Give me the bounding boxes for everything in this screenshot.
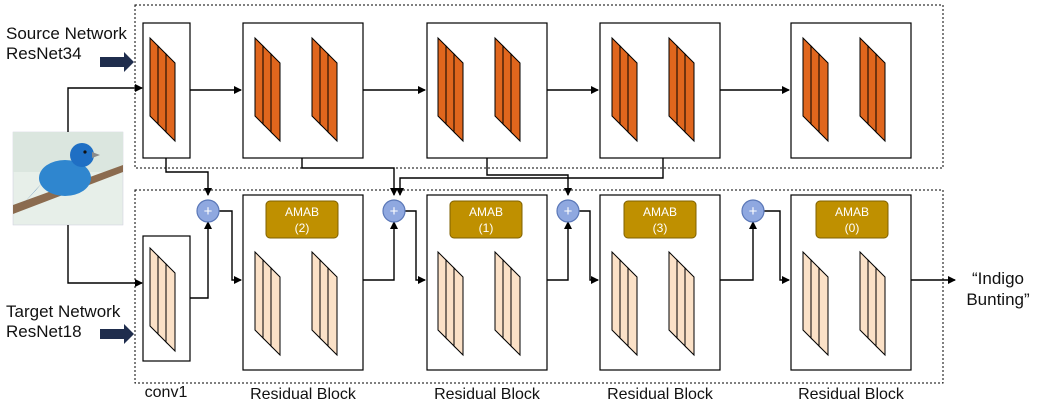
- amab-3-index: (3): [653, 221, 668, 235]
- target-block-layers-sheet: [684, 266, 695, 357]
- source-conv1-layers-sheet: [165, 52, 176, 143]
- output-line-1: “Indigo: [972, 269, 1024, 288]
- layer-stacks: [149, 36, 886, 357]
- amab-module-1: AMAB (2): [265, 200, 339, 239]
- amab-module-3: AMAB (3): [623, 200, 697, 239]
- residual-block-2-label: Residual Block: [434, 386, 540, 403]
- target-block-layers-sheet: [270, 266, 281, 357]
- amab-module-4: AMAB (0): [815, 200, 889, 239]
- image-to-target-arrow: [67, 225, 143, 287]
- adder-1-to-block-1: [218, 210, 242, 284]
- amab-4-title: AMAB: [835, 205, 869, 219]
- target-block-layers: [494, 250, 521, 357]
- target-conv1-layers: [149, 246, 176, 353]
- target-network-name: Target Network: [6, 302, 121, 321]
- amab-2-title: AMAB: [469, 205, 503, 219]
- target-block-layers: [311, 250, 338, 357]
- source-block-layers-sheet: [510, 52, 521, 143]
- target-block-layers-sheet: [818, 266, 829, 357]
- source-network-name: Source Network: [6, 24, 127, 43]
- adder-3: +: [556, 199, 580, 223]
- source-block-layers-sheet: [818, 52, 829, 143]
- source-input-arrow-icon: [100, 52, 134, 72]
- adder-4-plus: +: [749, 203, 758, 220]
- target-block-layers-sheet: [627, 266, 638, 357]
- adder-4: +: [741, 199, 765, 223]
- source-block-layers-sheet: [453, 52, 464, 143]
- amab-module-2: AMAB (1): [449, 200, 523, 239]
- source-conv1-layers: [149, 36, 176, 143]
- adder-3-to-block-3: [578, 210, 599, 284]
- amab-3-title: AMAB: [643, 205, 677, 219]
- source-block-2-to-adder-3: [486, 158, 572, 196]
- adder-2-to-block-2: [404, 210, 426, 284]
- adder-2: +: [382, 199, 406, 223]
- target-conv1-layers-sheet: [165, 262, 176, 353]
- source-block-3-to-adder-2: [396, 158, 664, 196]
- source-block-layers: [802, 36, 829, 143]
- source-block-layers: [494, 36, 521, 143]
- target-network-label: Target Network ResNet18: [6, 302, 120, 342]
- source-network-arch: ResNet34: [6, 44, 82, 63]
- adder-1: +: [196, 199, 220, 223]
- block-2-to-adder-3: [547, 221, 572, 281]
- target-block-layers: [437, 250, 464, 357]
- residual-block-4-label: Residual Block: [798, 386, 904, 403]
- target-block-layers-sheet: [510, 266, 521, 357]
- output-label: “Indigo Bunting”: [962, 268, 1034, 310]
- source-block-layers-sheet: [627, 52, 638, 143]
- target-input-arrow-icon: [100, 324, 134, 344]
- conv1-to-adder-1: [190, 221, 212, 299]
- source-block-layers-sheet: [327, 52, 338, 143]
- target-block-layers: [611, 250, 638, 357]
- target-block-layers: [802, 250, 829, 357]
- adder-4-to-block-4: [763, 210, 790, 284]
- bird-image: [12, 131, 124, 226]
- source-block-layers: [859, 36, 886, 143]
- source-block-layers-sheet: [270, 52, 281, 143]
- target-block-layers: [254, 250, 281, 357]
- source-block-layers: [611, 36, 638, 143]
- amab-1-index: (2): [295, 221, 310, 235]
- adder-1-plus: +: [204, 203, 213, 220]
- target-block-layers: [668, 250, 695, 357]
- block-1-to-adder-2: [363, 221, 398, 281]
- conv1-label: conv1: [144, 384, 188, 401]
- adder-2-plus: +: [390, 203, 399, 220]
- amab-2-index: (1): [479, 221, 494, 235]
- target-block-layers-sheet: [327, 266, 338, 357]
- residual-block-3-label: Residual Block: [607, 386, 713, 403]
- target-block-layers: [859, 250, 886, 357]
- source-block-layers-sheet: [875, 52, 886, 143]
- target-block-layers-sheet: [875, 266, 886, 357]
- source-block-1-to-adder-2: [301, 158, 398, 196]
- target-block-layers-sheet: [453, 266, 464, 357]
- amab-1-title: AMAB: [285, 205, 319, 219]
- residual-block-1-label: Residual Block: [250, 386, 356, 403]
- source-network-label: Source Network ResNet34: [6, 24, 127, 64]
- adder-3-plus: +: [564, 203, 573, 220]
- target-network-arch: ResNet18: [6, 322, 82, 341]
- image-to-source-arrow: [67, 84, 143, 132]
- source-block-layers-sheet: [684, 52, 695, 143]
- block-3-to-adder-4: [720, 221, 757, 281]
- source-block-layers: [668, 36, 695, 143]
- output-line-2: Bunting”: [966, 290, 1030, 309]
- amab-4-index: (0): [845, 221, 860, 235]
- source-conv1-to-adder-1: [165, 158, 212, 196]
- source-block-layers: [254, 36, 281, 143]
- source-block-layers: [437, 36, 464, 143]
- source-block-layers: [311, 36, 338, 143]
